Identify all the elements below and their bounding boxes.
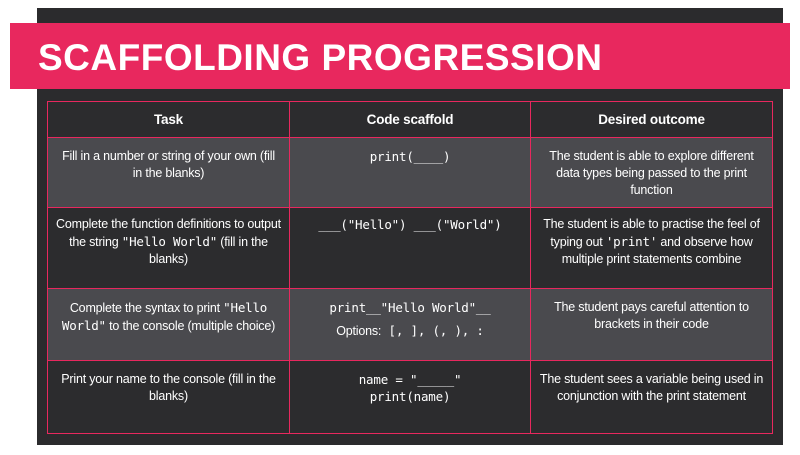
outcome-cell: The student is able to practise the feel…	[530, 207, 773, 289]
code-scaffold-cell: ___("Hello") ___("World")	[289, 207, 531, 289]
outcome-cell: The student is able to explore different…	[530, 137, 773, 208]
task-text: Complete the syntax to print	[69, 301, 224, 315]
options-values: [, ], (, ), :	[388, 323, 484, 338]
header-desired-outcome: Desired outcome	[530, 101, 773, 138]
code-line: ___("Hello") ___("World")	[318, 217, 502, 232]
task-code: "Hello World"	[121, 234, 218, 249]
task-code: "Hello World"	[61, 300, 268, 333]
code-line: name = "_____"	[358, 372, 462, 387]
task-cell: Complete the function definitions to out…	[47, 207, 290, 289]
outcome-cell: The student pays careful attention to br…	[530, 288, 773, 361]
task-text: (fill in the blanks)	[149, 235, 268, 266]
header-code-scaffold: Code scaffold	[289, 101, 531, 138]
outcome-code: 'print'	[605, 234, 658, 249]
outcome-text: The student is able to practise the feel…	[543, 217, 760, 249]
table-row: Fill in a number or string of your own (…	[47, 137, 773, 208]
title-banner	[10, 23, 790, 89]
task-cell: Complete the syntax to print "Hello Worl…	[47, 288, 290, 361]
table-row: Complete the syntax to print "Hello Worl…	[47, 288, 773, 361]
table-row: Print your name to the console (fill in …	[47, 360, 773, 434]
scaffolding-table: Task Code scaffold Desired outcome Fill …	[47, 101, 773, 434]
page-title: SCAFFOLDING PROGRESSION	[38, 37, 603, 78]
task-text: Complete the function definitions to out…	[56, 217, 281, 249]
header-row: Task Code scaffold Desired outcome	[47, 101, 773, 138]
code-scaffold-cell: name = "_____" print(name)	[289, 360, 531, 434]
table-row: Complete the function definitions to out…	[47, 207, 773, 289]
code-scaffold-cell: print(____)	[289, 137, 531, 208]
outcome-text: and observe how multiple print statement…	[561, 235, 753, 266]
code-line: print(____)	[369, 149, 451, 164]
options-line: Options: [, ], (, ), :	[294, 322, 526, 340]
header-task: Task	[47, 101, 290, 138]
code-scaffold-cell: print__"Hello World"__ Options: [, ], (,…	[289, 288, 531, 361]
code-line: print__"Hello World"__	[329, 300, 491, 315]
outcome-cell: The student sees a variable being used i…	[530, 360, 773, 434]
task-cell: Print your name to the console (fill in …	[47, 360, 290, 434]
task-cell: Fill in a number or string of your own (…	[47, 137, 290, 208]
task-text: to the console (multiple choice)	[105, 319, 276, 333]
options-label: Options:	[336, 324, 382, 338]
code-line: print(name)	[369, 389, 451, 404]
